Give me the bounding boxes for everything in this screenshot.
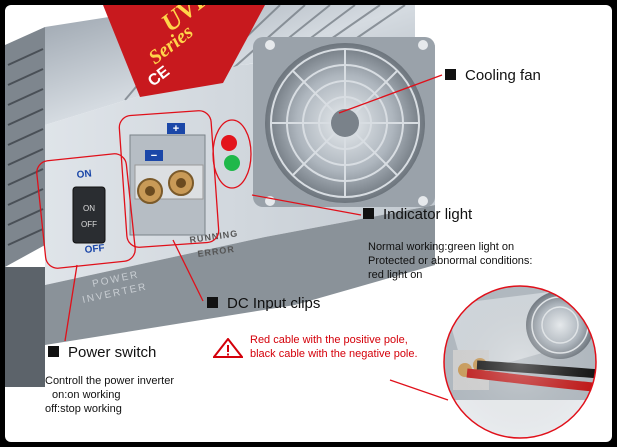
cooling-fan	[253, 37, 435, 207]
label-square-icon	[445, 69, 456, 80]
callout-lines	[64, 74, 449, 401]
infographic-canvas: UVPR Series CE RUNNING ERROR − +	[5, 5, 612, 442]
indicator-desc-line: Protected or abnormal conditions:	[368, 255, 533, 267]
inverter-photo: UVPR Series CE RUNNING ERROR − +	[5, 5, 597, 439]
switch-on-label: ON	[76, 168, 92, 181]
dc-input-callout: DC Input clips	[207, 295, 320, 312]
case-side	[5, 267, 45, 387]
terminal-plus-sign: +	[173, 123, 179, 135]
dc-input-label: DC Input clips	[227, 295, 321, 312]
switch-description: Controll the power inverter on:on workin…	[45, 374, 174, 416]
rocker-on-label: ON	[83, 204, 95, 213]
label-square-icon	[207, 297, 218, 308]
red-led	[221, 135, 237, 151]
panel-bottom-edge	[45, 205, 435, 345]
power-switch-label: Power switch	[68, 344, 157, 361]
cooling-fan-label: Cooling fan	[465, 67, 541, 84]
warning-triangle-icon	[213, 338, 243, 358]
power-switch-assembly: ON ON OFF OFF	[72, 168, 106, 256]
indicator-light-label: Indicator light	[383, 206, 473, 223]
warning-line: black cable with the negative pole.	[250, 348, 418, 360]
brand-badge: UVPR Series CE	[103, 5, 265, 97]
power-switch-callout: Power switch	[48, 344, 156, 361]
dc-input-terminals: − +	[129, 123, 206, 236]
cable-zoom-lens	[443, 285, 597, 439]
heatsink-fins	[5, 27, 45, 267]
callout-highlights	[36, 110, 252, 269]
green-led	[224, 155, 240, 171]
warning-line: Red cable with the positive pole,	[250, 334, 408, 346]
indicator-light-callout: Indicator light	[363, 206, 472, 223]
terminal-minus-sign: −	[151, 150, 157, 162]
indicator-desc-line: Normal working:green light on	[368, 241, 515, 253]
cable-warning-text: Red cable with the positive pole, black …	[250, 333, 418, 361]
switch-desc-line: off:stop working	[45, 403, 122, 415]
indicator-description: Normal working:green light on Protected …	[368, 240, 532, 282]
label-square-icon	[363, 208, 374, 219]
cooling-fan-callout: Cooling fan	[445, 67, 541, 84]
switch-desc-line: on:on working	[52, 389, 121, 401]
rocker-off-label: OFF	[81, 220, 97, 229]
indicator-desc-line: red light on	[368, 269, 423, 281]
label-square-icon	[48, 346, 59, 357]
switch-desc-line: Controll the power inverter	[45, 375, 175, 387]
switch-off-label: OFF	[84, 243, 105, 256]
